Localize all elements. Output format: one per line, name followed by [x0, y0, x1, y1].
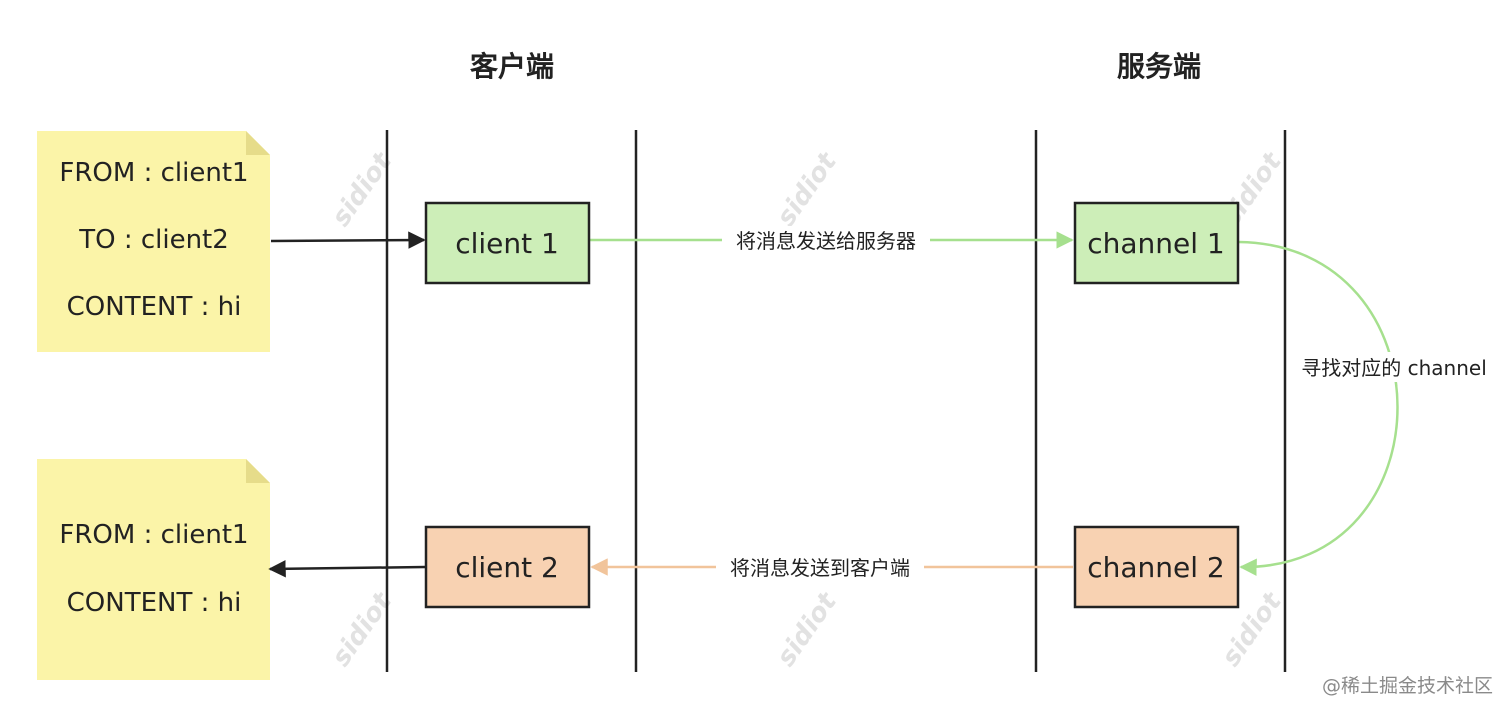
arrow-channel1-to-channel2	[1238, 240, 1399, 576]
client2-box	[424, 525, 591, 609]
watermark-text: sidiot	[771, 586, 844, 672]
lane-dividers	[385, 130, 1287, 672]
client1-node: client 1	[424, 201, 591, 285]
server-header: 服务端	[1117, 50, 1201, 83]
note-bottom-fold	[246, 459, 270, 483]
credit-text: @稀土掘金技术社区	[1322, 675, 1493, 697]
client-header: 客户端	[470, 50, 554, 83]
note-bottom: FROM : client1 CONTENT : hi	[37, 459, 270, 680]
channel1-label: channel 1	[1087, 227, 1225, 260]
client2-node: client 2	[424, 525, 591, 609]
channel1-node: channel 1	[1073, 201, 1240, 285]
note-top-paper	[37, 131, 270, 352]
label-background	[1296, 352, 1492, 382]
note-top-fold	[246, 131, 270, 155]
arrow-client2-to-note	[268, 560, 426, 578]
channel2-label: channel 2	[1087, 551, 1225, 584]
client1-label: client 1	[455, 227, 559, 260]
note-top: FROM : client1 TO : client2 CONTENT : hi	[37, 131, 270, 352]
note-bottom-line: CONTENT : hi	[67, 588, 242, 618]
label-find-channel: 寻找对应的 channel	[1301, 356, 1487, 380]
channel1-box	[1073, 201, 1240, 285]
client1-box	[424, 201, 591, 285]
channel2-node: channel 2	[1073, 525, 1240, 609]
note-bottom-line: FROM : client1	[59, 520, 248, 550]
watermark-text: sidiot	[771, 146, 844, 232]
arrow-note-to-client1	[270, 231, 426, 249]
label-send-to-client: 将消息发送到客户端	[730, 556, 910, 580]
note-top-line: CONTENT : hi	[67, 292, 242, 322]
label-send-to-server: 将消息发送给服务器	[736, 229, 916, 253]
note-top-line: FROM : client1	[59, 158, 248, 188]
label-background	[722, 226, 930, 254]
label-background	[716, 553, 924, 581]
client2-label: client 2	[455, 551, 559, 584]
note-bottom-paper	[37, 459, 270, 680]
channel2-box	[1073, 525, 1240, 609]
note-top-line: TO : client2	[78, 225, 229, 255]
